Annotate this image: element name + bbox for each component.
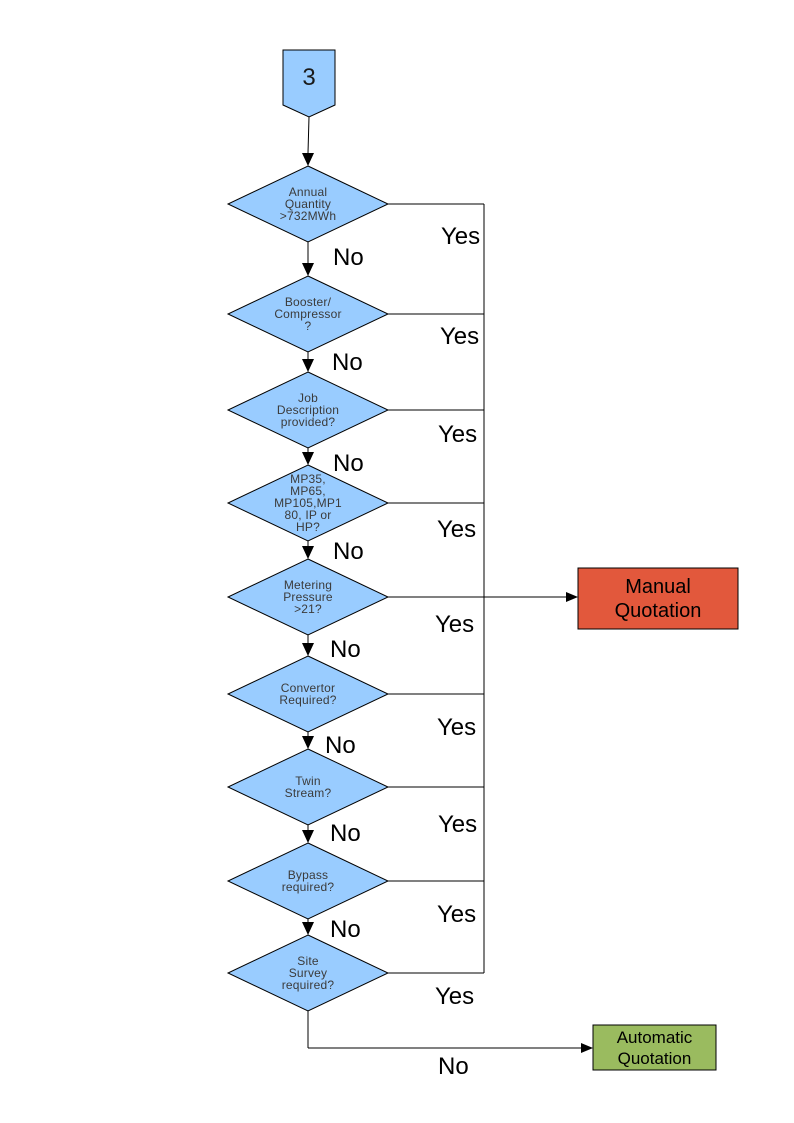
manual-quotation-label: Manual Quotation: [614, 575, 702, 622]
no-label-metering-pressure: No: [330, 636, 361, 663]
arrowhead-down-icon: [302, 546, 314, 559]
manual-quotation-box: [577, 567, 739, 630]
arrowhead-down-icon: [302, 643, 314, 656]
yes-label-bypass-required: Yes: [437, 901, 477, 928]
decision-label-site-survey: Site Survey required?: [281, 954, 335, 992]
connector-to-first-decision-line: [307, 116, 310, 154]
yes-label-convertor-required: Yes: [437, 714, 477, 741]
arrowhead-down-icon: [302, 263, 314, 276]
decision-label-job-description: Job Description provided?: [276, 391, 340, 429]
arrowhead-right-icon: [566, 592, 578, 602]
arrowhead-down-icon: [302, 736, 314, 749]
yes-label-job-description: Yes: [438, 421, 478, 448]
decision-label-twin-stream: Twin Stream?: [284, 774, 332, 800]
decision-label-booster-compressor: Booster/ Compressor ?: [274, 295, 342, 333]
no-label-meter-type: No: [333, 538, 364, 565]
no-label-booster-compressor: No: [332, 349, 363, 376]
arrowhead-down-icon: [302, 922, 314, 935]
yes-label-booster-compressor: Yes: [440, 323, 480, 350]
yes-label-meter-type: Yes: [437, 516, 477, 543]
automatic-quotation-box: [592, 1024, 717, 1071]
no-label-bypass-required: No: [330, 916, 361, 943]
offpage-connector-label: 3: [302, 63, 316, 91]
yes-label-annual-quantity: Yes: [441, 223, 481, 250]
no-label-job-description: No: [333, 450, 364, 477]
decision-label-bypass-required: Bypass required?: [281, 868, 335, 894]
no-label-convertor-required: No: [325, 732, 356, 759]
arrowhead-right-icon: [581, 1043, 593, 1053]
automatic-quotation-label: Automatic Quotation: [616, 1027, 693, 1068]
no-label-site-survey: No: [438, 1053, 469, 1080]
decision-label-meter-type: MP35, MP65, MP105,MP1 80, IP or HP?: [274, 472, 342, 534]
arrowhead-down-icon: [302, 359, 314, 372]
yes-label-site-survey: Yes: [435, 983, 475, 1010]
decision-label-metering-pressure: Metering Pressure >21?: [283, 578, 333, 616]
no-label-annual-quantity: No: [333, 244, 364, 271]
yes-label-twin-stream: Yes: [438, 811, 478, 838]
arrowhead-down-icon: [302, 830, 314, 843]
no-label-twin-stream: No: [330, 820, 361, 847]
offpage-connector-shape: [282, 49, 336, 118]
decision-label-convertor-required: Convertor Required?: [279, 681, 337, 707]
arrowhead-down-icon: [302, 153, 314, 166]
yes-label-metering-pressure: Yes: [435, 611, 475, 638]
arrowhead-down-icon: [302, 452, 314, 465]
decision-label-annual-quantity: Annual Quantity >732MWh: [279, 185, 337, 223]
